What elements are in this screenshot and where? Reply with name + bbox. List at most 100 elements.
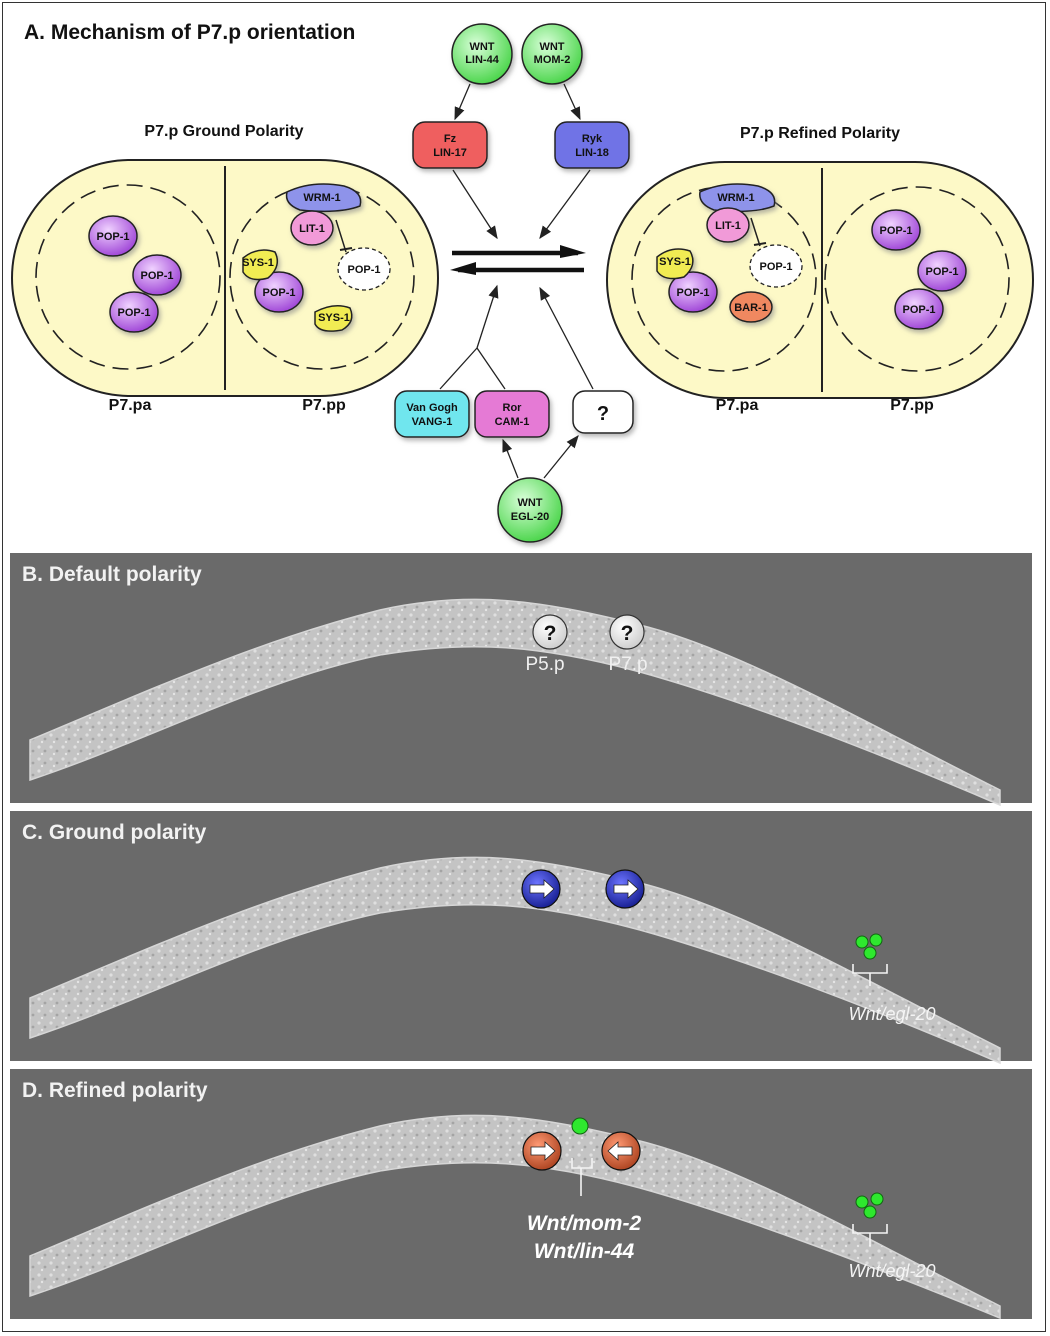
lit1-protein [706,207,750,243]
lit1-label: LIT-1 [715,220,741,232]
inhibition-arrow [750,217,761,247]
ground-pa-nucleus [35,184,221,370]
ryk-label: Ryk [582,133,603,145]
wnt-mom2-label: WNT [539,41,564,53]
egl20-bracket [852,1224,888,1246]
egl20-expressing-cell [855,1195,869,1209]
egl20-bracket [852,964,888,986]
worm-body [29,1114,1001,1320]
unknown-receptor [572,390,634,434]
mom2-lin44-bracket [571,1158,593,1196]
inhibition-arrow [335,219,347,253]
panel-b-title: B. Default polarity [22,563,202,586]
pop1-exported [749,244,803,288]
pop1-label: POP-1 [140,270,173,282]
pop1-protein [917,250,967,292]
unknown-label: ? [597,403,609,425]
panel-d-title: D. Refined polarity [22,1079,208,1102]
arrow-fz-equilibrium [452,169,498,240]
pop1-protein [894,288,944,330]
arrow-ryk-equilibrium [539,169,591,240]
wnt-lin44-label: LIN-44 [465,54,500,66]
inhibition-bar [753,242,767,246]
sys1-label: SYS-1 [659,256,691,268]
arrow-egl20-ror [502,438,519,479]
refined-pp-label: P7.pp [890,397,934,414]
wrm1-protein [285,183,362,213]
pop1-protein [132,254,182,296]
lit1-label: LIT-1 [299,223,325,235]
lit1-protein [290,210,334,246]
wnt-egl20-label: Wnt/egl-20 [848,1004,935,1024]
worm-body [29,856,1001,1065]
pop1-label: POP-1 [879,225,912,237]
pop1-protein [88,215,138,257]
vang-branch [439,347,478,390]
panel-a-title: A. Mechanism of P7.p orientation [24,21,355,44]
egl20-expressing-cell [869,933,883,947]
pop1-protein [668,271,718,313]
right-arrow-icon [530,1141,556,1161]
sys1-protein [314,305,353,332]
bar1-protein [729,291,773,323]
forward-arrow-head [560,245,586,258]
egl20-expressing-cell [870,1192,884,1206]
pop1-label: POP-1 [676,287,709,299]
egl20-expressing-cell [855,935,869,949]
pop1-protein [871,209,921,251]
reverse-arrow-head [450,262,476,275]
wnt-mom2-node [521,23,583,85]
sys1-protein [656,248,694,280]
mom2-lin44-expressing-cell [571,1117,589,1135]
ground-polarity-title: P7.p Ground Polarity [144,123,303,140]
bar1-label: BAR-1 [734,302,768,314]
wnt-mom2-label: MOM-2 [534,54,571,66]
arrow-vang-ror-equilibrium [476,284,499,349]
p7p-label: P7.p [608,654,647,675]
left-arrow-icon [607,1141,633,1161]
question-mark: ? [544,622,557,645]
pop1-exported-label: POP-1 [759,261,792,273]
arrow-lin44-fz [454,83,471,121]
refined-polarity-title: P7.p Refined Polarity [740,125,900,142]
wnt-lin44-node [451,23,513,85]
signaling-pathway: WNT LIN-44 WNT MOM-2 Fz LIN-17 Ryk LIN-1… [394,23,634,543]
inhibition-bar [339,247,353,251]
ror-cam1-receptor [474,390,550,438]
ror-label: Ror [503,402,523,414]
pop1-protein [254,271,304,313]
sys1-protein [242,249,279,281]
refined-polarity-diagram: P7.p Refined Polarity POP-1 POP-1 POP-1 … [606,125,1034,414]
egl20-expressing-cell [863,946,877,960]
wnt-egl20-node [497,477,563,543]
arrow-egl20-unknown [543,434,579,479]
pop1-label: POP-1 [925,266,958,278]
ryk-lin18-receptor [554,121,630,169]
micrograph-background [10,553,1032,803]
vang-label: Van Gogh [406,402,458,414]
pop1-label: POP-1 [902,304,935,316]
pop1-label: POP-1 [117,307,150,319]
pop1-exported [337,247,391,291]
wnt-egl20-label: EGL-20 [511,511,550,523]
wnt-lin44-label: Wnt/lin-44 [534,1240,635,1263]
pop1-label: POP-1 [262,287,295,299]
wnt-mom2-label: Wnt/mom-2 [527,1212,642,1235]
sys1-label: SYS-1 [318,312,350,324]
right-arrow-icon [529,879,555,899]
ror-label: CAM-1 [495,416,530,428]
fz-label: LIN-17 [433,147,467,159]
vang-label: VANG-1 [412,416,453,428]
refined-pa-label: P7.pa [716,397,759,414]
pop1-exported-label: POP-1 [347,264,380,276]
ground-pa-label: P7.pa [109,397,152,414]
wnt-egl20-label: WNT [517,497,542,509]
question-mark: ? [621,622,634,645]
ground-polarity-diagram: P7.p Ground Polarity POP-1 POP-1 POP-1 P… [11,123,439,414]
worm-body [29,598,1001,807]
ground-pp-label: P7.pp [302,397,346,414]
p7p-unknown-marker [609,614,645,650]
wnt-egl20-label: Wnt/egl-20 [848,1261,935,1281]
wrm1-label: WRM-1 [717,192,754,204]
panel-b: B. Default polarity ? ? P5.p P7.p [10,553,1032,807]
